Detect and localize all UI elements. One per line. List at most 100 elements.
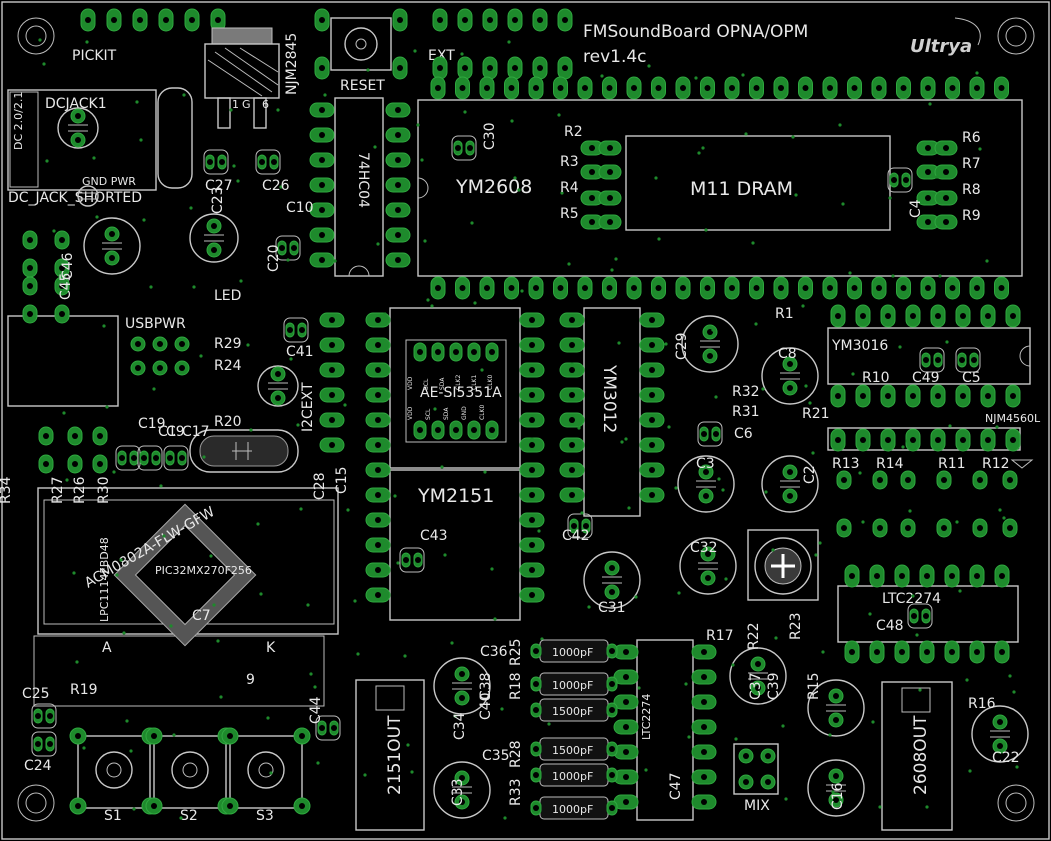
- mounting-hole-top-left: [17, 17, 55, 55]
- ltc-pin: [969, 640, 985, 664]
- opamp-pin: [1005, 428, 1021, 452]
- via: [353, 599, 357, 603]
- via: [580, 511, 584, 515]
- via: [513, 176, 517, 180]
- via: [523, 368, 527, 372]
- si-pin-label: SCL: [425, 408, 432, 420]
- designator-c38: C38: [478, 672, 494, 700]
- via: [473, 301, 477, 305]
- pickit-pin: [210, 8, 226, 32]
- via: [624, 437, 628, 441]
- via: [483, 470, 487, 474]
- designator-r1: R1: [775, 306, 794, 322]
- jack-2608out: 2608OUT: [881, 681, 953, 831]
- via: [152, 387, 156, 391]
- ym2151-pin: [365, 362, 391, 378]
- switch-pin: [293, 797, 311, 815]
- pickit-pin: [80, 8, 96, 32]
- designator-r26: R26: [72, 476, 88, 504]
- ym3012-pin: [559, 412, 585, 428]
- via: [122, 631, 126, 635]
- ym3016-pin: [980, 384, 996, 408]
- svg-text:6: 6: [262, 98, 269, 111]
- led-label: LED: [214, 288, 241, 304]
- ceramic-capacitor: [137, 445, 163, 471]
- via: [754, 322, 758, 326]
- cap-pin: [217, 154, 227, 170]
- via: [704, 228, 708, 232]
- designator-r9: R9: [962, 208, 981, 224]
- cap-pin: [70, 132, 86, 148]
- cap-pin: [104, 226, 120, 242]
- via: [406, 743, 410, 747]
- pad: [92, 454, 108, 474]
- cap-pin: [782, 380, 798, 396]
- mix-pin: [738, 748, 754, 764]
- via: [125, 719, 129, 723]
- ym2608-pin: [822, 76, 838, 100]
- si-pin: [431, 420, 445, 440]
- via: [1012, 690, 1016, 694]
- via: [142, 218, 146, 222]
- via: [744, 132, 748, 136]
- via: [657, 237, 661, 241]
- pin: [392, 8, 408, 32]
- cap-pin: [454, 794, 470, 810]
- ym2608-pin: [871, 276, 887, 300]
- designator-c30: C30: [482, 122, 498, 150]
- ym3016-pin: [955, 304, 971, 328]
- si-pin-label: GND: [461, 406, 468, 420]
- ym3016-pin: [905, 384, 921, 408]
- si-pin: [485, 420, 499, 440]
- opamp-pin: [880, 428, 896, 452]
- ltc-pin: [691, 794, 717, 810]
- pad: [38, 454, 54, 474]
- cap-pin: [606, 702, 618, 718]
- via: [527, 388, 531, 392]
- via: [45, 159, 49, 163]
- ym2151-pin: [365, 337, 391, 353]
- dc-jack-shorted-label: DC_JACK_SHORTED: [8, 190, 142, 206]
- via: [908, 509, 912, 513]
- si-pin: [413, 342, 427, 362]
- via: [717, 477, 721, 481]
- designator-r23: R23: [788, 612, 804, 640]
- svg-text:1500pF: 1500pF: [552, 744, 593, 757]
- via: [85, 40, 89, 44]
- via: [831, 790, 835, 794]
- opamp-pin: [905, 428, 921, 452]
- vias: [38, 38, 1019, 820]
- ultrya-logo: Ultrya: [910, 17, 981, 57]
- via: [707, 325, 711, 329]
- via: [55, 311, 59, 315]
- cap-pin: [957, 352, 967, 368]
- usbpwr-pin: [152, 336, 168, 352]
- ltc-pin: [613, 744, 639, 760]
- via: [898, 345, 902, 349]
- via: [149, 285, 153, 289]
- designator-r20: R20: [214, 414, 242, 430]
- designator-r27: R27: [50, 476, 66, 504]
- pad: [900, 518, 916, 538]
- via: [269, 771, 273, 775]
- via: [858, 471, 862, 475]
- via: [1005, 569, 1009, 573]
- designator-c35: C35: [482, 748, 510, 764]
- ym2151-pin: [365, 487, 391, 503]
- via: [861, 520, 865, 524]
- ym2608-pin: [700, 76, 715, 100]
- ceramic-capacitor: [283, 317, 309, 343]
- via: [363, 773, 367, 777]
- via: [333, 259, 337, 263]
- ext-pin: [532, 8, 548, 32]
- ext-pin: [507, 56, 523, 80]
- pad: [22, 304, 38, 324]
- pic-part-label: PIC32MX270F256: [155, 564, 252, 577]
- cap-pin: [285, 322, 295, 338]
- svg-text:1: 1: [232, 98, 239, 111]
- ym3012-pin: [639, 362, 665, 378]
- ym3016-pin: [930, 304, 946, 328]
- mounting-hole-bottom-right: [997, 784, 1035, 822]
- designator-r19: R19: [70, 682, 98, 698]
